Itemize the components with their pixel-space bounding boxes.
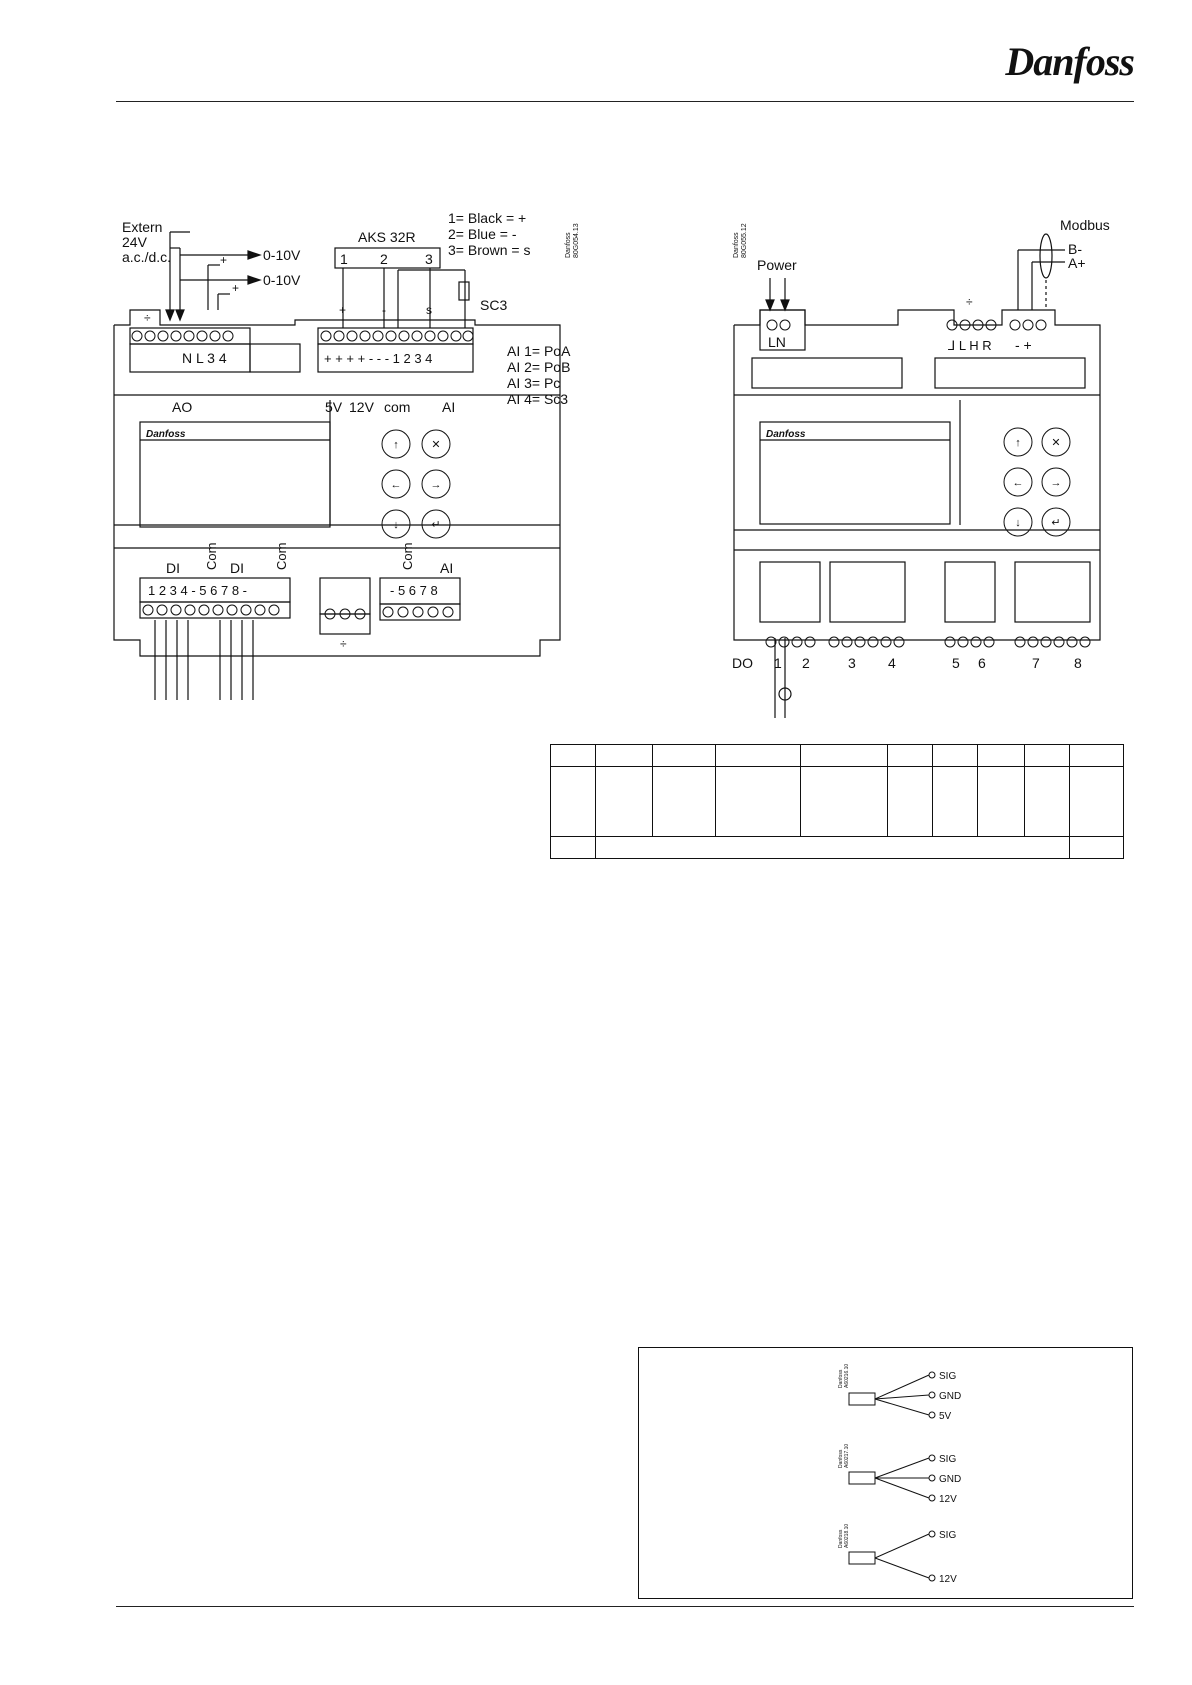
sensor-wiring-diagram: SIG GND 5V SIG GND 12V SIG 12V Danfoss A…: [838, 1364, 961, 1585]
sensor1-wire-3: 5V: [939, 1411, 952, 1422]
right-doc-code-1: Danfoss: [733, 232, 740, 258]
cancel-icon: ✕: [431, 439, 440, 451]
lhr-terminal-text: ⅃ L H R: [948, 338, 992, 353]
sensor-wiring-box: SIG GND 5V SIG GND 12V SIG 12V Danfoss A…: [638, 1347, 1133, 1599]
do-number-4: 4: [888, 655, 896, 671]
aks-title: AKS 32R: [358, 229, 416, 245]
ground-symbol-top: ÷: [144, 311, 151, 325]
left-arrow-icon: ←: [391, 479, 402, 491]
table-row: [550, 744, 1124, 767]
aks-pin-2: 2: [380, 251, 388, 267]
footer-rule: [116, 1606, 1134, 1607]
right-wiring-diagram: ↑ ✕ ← → ↓ ↵ Power LN Modbus B- A+ - + ⅃ …: [732, 217, 1110, 718]
ground-symbol: ÷: [966, 295, 973, 309]
ai-bottom-terminal-text: - 5 6 7 8: [390, 583, 438, 598]
sensor2-wire-1: SIG: [939, 1454, 956, 1465]
sensor1-code-2: A60216.10: [844, 1364, 850, 1388]
extern-label-3: a.c./d.c.: [122, 249, 171, 265]
do-number-3: 3: [848, 655, 856, 671]
sensor3-wire-1: SIG: [939, 1530, 956, 1541]
down-arrow-icon: ↓: [1015, 517, 1021, 529]
aks-pin-1: 1: [340, 251, 348, 267]
right-doc-code-2: 80G055.12: [741, 223, 748, 258]
ai-legend-3: AI 3= Pc: [507, 375, 560, 391]
aks-legend-1: 1= Black = +: [448, 210, 526, 226]
left-doc-code-1: Danfoss: [565, 232, 572, 258]
com-label-1: Com: [204, 543, 219, 570]
modbus-terminal-text: - +: [1015, 337, 1032, 353]
enter-icon: ↵: [1051, 517, 1060, 529]
do-label: DO: [732, 655, 753, 671]
aks-pin-3: 3: [425, 251, 433, 267]
left-arrow-icon: ←: [1013, 477, 1024, 489]
aks-legend-2: 2= Blue = -: [448, 226, 517, 242]
ao-terminal-text: N L 3 4: [182, 350, 227, 366]
aks-mark-s: s: [426, 303, 432, 317]
extern-label-1: Extern: [122, 219, 162, 235]
display-logo: Danfoss: [146, 429, 186, 440]
do-number-7: 7: [1032, 655, 1040, 671]
ai-legend-4: AI 4= Sc3: [507, 391, 568, 407]
sensor2-wire-2: GND: [939, 1474, 961, 1485]
do-number-8: 8: [1074, 655, 1082, 671]
table-row: [550, 766, 1124, 837]
ln-label: LN: [768, 334, 786, 350]
a-plus-label: A+: [1068, 255, 1086, 271]
right-arrow-icon: →: [431, 479, 442, 491]
sensor3-code-2: A60218.10: [844, 1524, 850, 1548]
do-number-2: 2: [802, 655, 810, 671]
left-wiring-diagram: ↑ ✕ ← → ↓ ↵ Extern 24V a.c./d.c. 0-10V 0…: [113, 210, 580, 700]
plus-mark-2: +: [232, 281, 239, 295]
right-arrow-icon: →: [1051, 477, 1062, 489]
modbus-label: Modbus: [1060, 217, 1110, 233]
up-arrow-icon: ↑: [393, 439, 399, 451]
down-arrow-icon: ↓: [393, 519, 399, 531]
sensor3-code-1: Danfoss: [838, 1529, 844, 1548]
com-label-3: Com: [400, 543, 415, 570]
sensor1-wire-1: SIG: [939, 1371, 956, 1382]
sensor2-code-2: A60217.10: [844, 1444, 850, 1468]
empty-table: [550, 744, 1124, 859]
display-logo: Danfoss: [766, 429, 806, 440]
header-rule: [116, 101, 1134, 102]
do-number-1: 1: [774, 655, 782, 671]
analog-out-2: 0-10V: [263, 272, 301, 288]
ai-bottom-label: AI: [440, 560, 453, 576]
com-label: com: [384, 399, 410, 415]
table-row: [550, 836, 1124, 859]
sensor1-code-1: Danfoss: [838, 1369, 844, 1388]
left-doc-code-2: 80G054.13: [573, 223, 580, 258]
sc3-label: SC3: [480, 297, 507, 313]
ai-legend-2: AI 2= PoB: [507, 359, 570, 375]
cancel-icon: ✕: [1051, 437, 1060, 449]
analog-out-1: 0-10V: [263, 247, 301, 263]
enter-icon: ↵: [431, 519, 440, 531]
plus-mark-1: +: [220, 253, 227, 267]
ground-symbol-bottom: ÷: [340, 637, 347, 651]
aks-legend-3: 3= Brown = s: [448, 242, 531, 258]
com-label-2: Com: [274, 543, 289, 570]
danfoss-logo: Danfoss: [1005, 39, 1135, 84]
b-minus-label: B-: [1068, 241, 1082, 257]
di-label-1: DI: [166, 560, 180, 576]
ai-terminal-text: + + + + - - - 1 2 3 4: [324, 351, 432, 366]
12v-label: 12V: [349, 399, 375, 415]
sensor2-code-1: Danfoss: [838, 1449, 844, 1468]
aks-mark-plus: +: [339, 303, 346, 317]
sensor2-wire-3: 12V: [939, 1494, 957, 1505]
di-terminal-text: 1 2 3 4 - 5 6 7 8 -: [148, 583, 247, 598]
do-number-5: 5: [952, 655, 960, 671]
up-arrow-icon: ↑: [1015, 437, 1021, 449]
aks-mark-minus: -: [382, 303, 386, 317]
extern-label-2: 24V: [122, 234, 148, 250]
di-label-2: DI: [230, 560, 244, 576]
5v-label: 5V: [325, 399, 343, 415]
ao-label: AO: [172, 399, 192, 415]
ai-label: AI: [442, 399, 455, 415]
ai-legend-1: AI 1= PoA: [507, 343, 571, 359]
power-label: Power: [757, 257, 797, 273]
sensor3-wire-2: 12V: [939, 1574, 957, 1585]
do-number-6: 6: [978, 655, 986, 671]
sensor1-wire-2: GND: [939, 1391, 961, 1402]
